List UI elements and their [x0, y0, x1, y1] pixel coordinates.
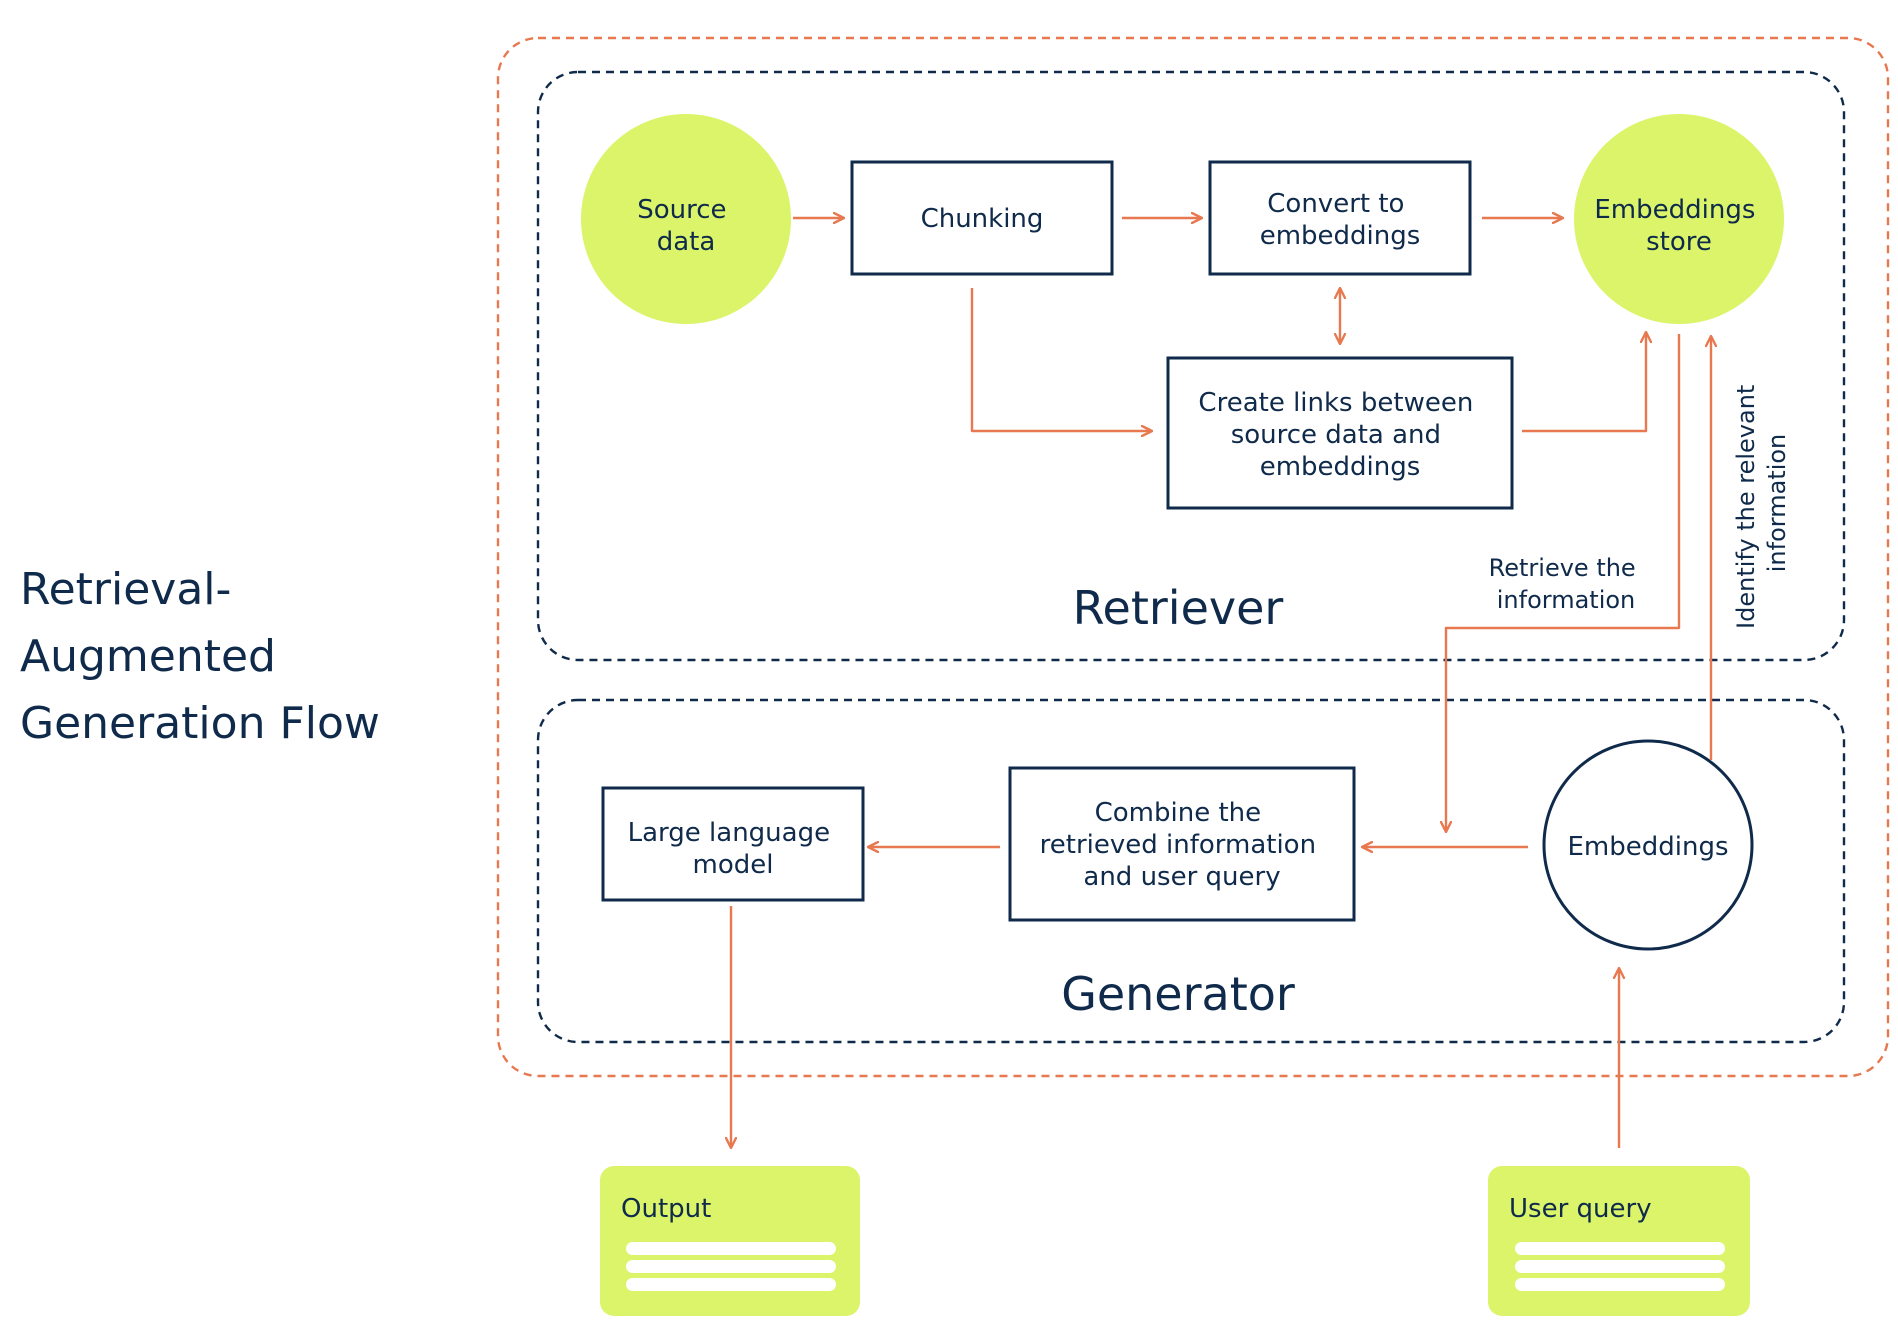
source-data-node: Source data: [581, 114, 791, 324]
svg-text:Create links between sou: Create links between source data and emb…: [1198, 388, 1481, 482]
output-line-1: [626, 1242, 836, 1255]
combine-node: Combine the retrieved information and us…: [1008, 766, 1356, 922]
svg-text:Large language model: Large language model: [628, 818, 839, 880]
generator-section: [536, 698, 1846, 1044]
embeddings-node: Embeddings: [1542, 739, 1754, 951]
user-query-line-3: [1515, 1278, 1725, 1291]
svg-text:Convert to embeddings: Convert to embeddings: [1260, 189, 1421, 251]
title-line-2: Augmented: [20, 631, 276, 682]
rag-system-container: [496, 36, 1890, 1078]
generator-label: Generator: [1061, 967, 1295, 1021]
retriever-label: Retriever: [1073, 581, 1284, 635]
chunking-node: Chunking: [850, 160, 1114, 276]
identify-relevant-information-label: Identify the relevant information: [1732, 377, 1791, 629]
convert-to-embeddings-node: Convert to embeddings: [1208, 160, 1472, 276]
diagram-title: Retrieval- Augmented Generation Flow: [20, 564, 380, 749]
output-card: Output: [600, 1166, 860, 1316]
llm-node: Large language model: [601, 786, 865, 902]
arrow-chunking-to-links: [970, 288, 1152, 431]
svg-text:Output: Output: [621, 1194, 711, 1224]
create-links-node: Create links between source data and emb…: [1166, 356, 1514, 510]
title-line-3: Generation Flow: [20, 698, 380, 749]
title-line-1: Retrieval-: [20, 564, 231, 615]
svg-text:Embeddings: Embeddings: [1567, 832, 1728, 862]
user-query-card: User query: [1488, 1166, 1750, 1316]
svg-text:Source data: Source data: [637, 195, 735, 257]
svg-text:Combine the retrieved in: Combine the retrieved information and us…: [1040, 798, 1325, 892]
user-query-line-1: [1515, 1242, 1725, 1255]
output-line-2: [626, 1260, 836, 1273]
svg-text:Embeddings store: Embeddings store: [1594, 195, 1763, 257]
retriever-section: [536, 70, 1846, 662]
embeddings-store-node: Embeddings store: [1574, 114, 1784, 324]
output-line-3: [626, 1278, 836, 1291]
arrow-retrieve-information: [1446, 334, 1681, 832]
retrieve-information-label: Retrieve the information: [1489, 554, 1644, 614]
svg-text:User query: User query: [1509, 1194, 1652, 1224]
svg-text:Chunking: Chunking: [921, 204, 1044, 234]
arrow-links-to-store: [1522, 332, 1646, 433]
user-query-line-2: [1515, 1260, 1725, 1273]
